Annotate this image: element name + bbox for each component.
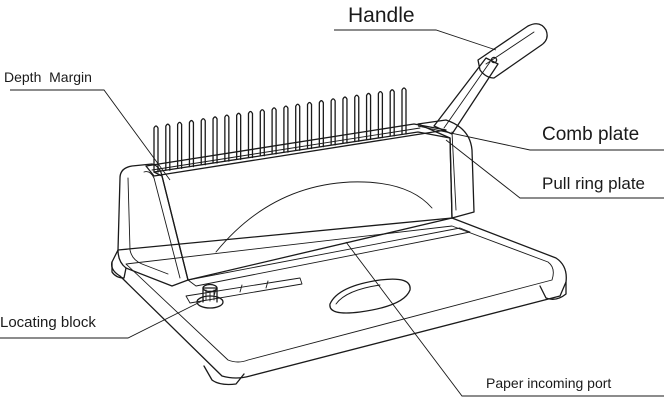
comb-tooth [306,101,313,150]
comb-tooth [271,107,277,155]
labels: Handle Depth Margin Comb plate Pull ring… [0,4,645,391]
base-foot-right [539,281,567,300]
comb-tooth [283,105,289,153]
leader-comb-plate [417,125,664,151]
leader-depth-margin [10,89,171,181]
label-locating-block: Locating block [0,314,96,331]
comb-tooth [389,89,395,137]
machine-body-right-cap [417,119,475,219]
handle-lever [433,23,548,135]
comb-tooth [153,125,159,173]
leader-paper-incoming-port [345,241,664,397]
label-comb-plate: Comb plate [542,124,639,145]
comb-tooth [247,110,254,159]
leader-pull-ring-plate [445,139,664,199]
comb-tooth [165,123,171,171]
comb-plate [145,123,447,177]
base-foot-left [203,365,245,386]
comb-tooth [295,103,301,151]
comb-tooth [212,116,218,164]
comb-tooth [342,96,348,144]
comb-tooth [200,118,206,166]
comb-tooth [259,109,265,157]
comb-tooth [401,87,407,135]
comb-tooth [318,100,324,148]
binding-machine-illustration [111,23,567,386]
leader-locating-block [0,299,205,339]
locating-block-knob [196,283,224,309]
label-pull-ring-plate: Pull ring plate [542,174,645,193]
comb-tooth [377,90,384,139]
comb-tooth [365,92,372,141]
comb-tooth [188,119,195,168]
margin-ruler [185,277,303,304]
front-arc [215,181,433,253]
label-paper-incoming-port: Paper incoming port [486,375,611,391]
comb-tooth [236,112,242,160]
comb-tooth [224,114,230,162]
label-depth-margin: Depth Margin [4,69,92,85]
base-tray [111,217,567,379]
grip-hole [329,278,411,314]
handle-pivot-screw [490,56,498,64]
comb-tooth [330,98,336,146]
leader-handle [334,29,497,51]
handle-grip [477,23,548,79]
label-handle: Handle [348,4,415,27]
comb-teeth [153,87,407,173]
comb-tooth [176,121,183,170]
leader-lines [0,29,664,397]
comb-tooth [354,94,360,142]
paper-slot [187,227,471,287]
